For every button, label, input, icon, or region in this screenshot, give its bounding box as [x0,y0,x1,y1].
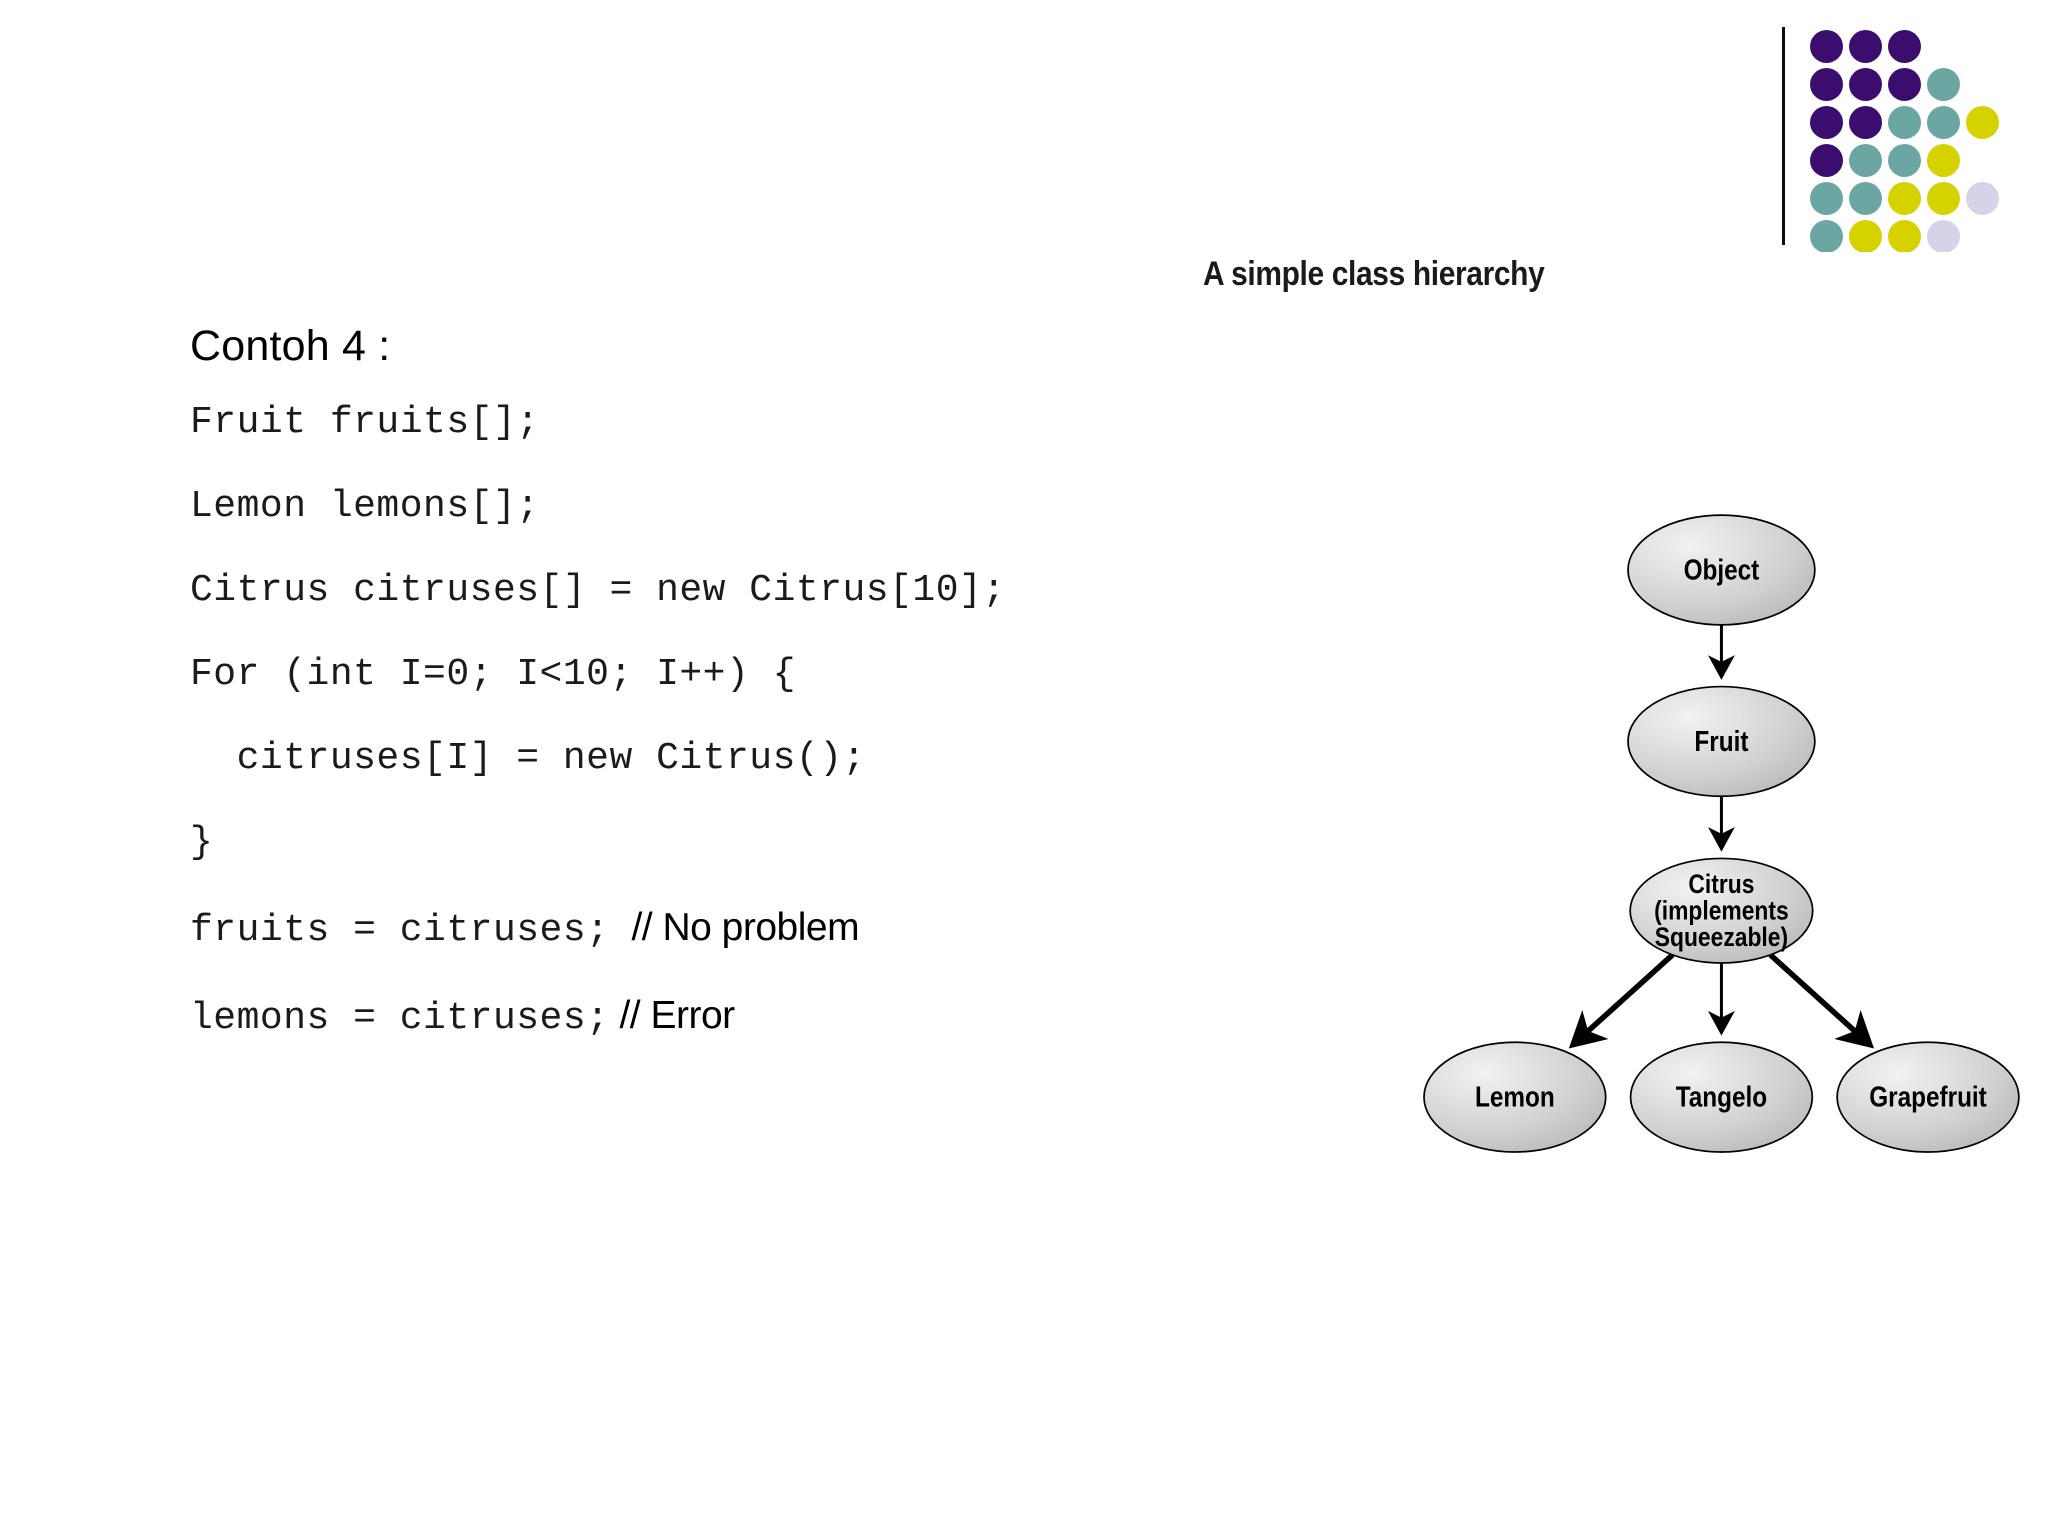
node-shape [1627,685,1816,798]
node-label: Tangelo [1676,1081,1767,1113]
code-text: Fruit fruits[]; [190,401,540,444]
logo-dot-purple [1888,30,1921,63]
code-text: Citrus citruses[] = new Citrus[10]; [190,569,1006,612]
logo-dot-yellow [1927,144,1960,177]
logo-dot-teal [1810,182,1843,215]
code-comment: // Error [619,994,735,1037]
logo-dot-purple [1810,106,1843,139]
edge-citrus-to-lemon [1568,952,1675,1049]
node-shape [1629,1041,1814,1153]
code-line: For (int I=0; I<10; I++) { [190,656,1190,694]
node-object[interactable]: Object [1627,514,1816,626]
edge-citrus-to-grapefruit [1768,952,1875,1049]
code-line: Citrus citruses[] = new Citrus[10]; [190,572,1190,610]
logo-dot-yellow [1927,182,1960,215]
code-line: Fruit fruits[]; [190,404,1190,442]
code-example-panel: Contoh 4 : Fruit fruits[]; Lemon lemons[]… [190,325,1190,1038]
node-shape [1627,514,1816,626]
logo-dot-teal [1888,106,1921,139]
logo-dot-purple [1810,144,1843,177]
logo-dot-lavender [1927,220,1960,252]
node-shape [1629,857,1814,964]
logo-dot-purple [1810,68,1843,101]
logo-dot-teal [1810,220,1843,252]
code-text: For (int I=0; I<10; I++) { [190,653,796,696]
code-block: Fruit fruits[]; Lemon lemons[]; Citrus cit… [190,404,1190,1038]
logo-dot-purple [1888,68,1921,101]
logo-dot-yellow [1888,220,1921,252]
diagram-caption: A simple class hierarchy [1203,255,1545,293]
page-title: Contoh 4 : [190,322,391,370]
code-comment: // No problem [631,906,860,949]
node-label: Grapefruit [1869,1081,1987,1113]
code-text: Lemon lemons[]; [190,485,540,528]
logo-dot-purple [1810,30,1843,63]
code-text: fruits = citruses; [190,909,610,952]
logo-dot-teal [1927,106,1960,139]
logo-dot-teal [1927,68,1960,101]
node-lemon[interactable]: Lemon [1423,1041,1607,1153]
logo-dot-purple [1849,30,1882,63]
code-text: lemons = citruses; [190,997,610,1040]
node-label: Fruit [1694,725,1748,757]
code-text: } [190,821,214,864]
logo-dot-teal [1849,144,1882,177]
node-tangelo[interactable]: Tangelo [1629,1041,1814,1153]
node-label: Lemon [1475,1081,1555,1113]
code-line: } [190,824,1190,862]
code-line: fruits = citruses; // No problem [190,908,1190,950]
logo-dot-lavender [1966,182,1999,215]
code-line: citruses[I] = new Citrus(); [190,740,1190,778]
node-shape [1423,1041,1607,1153]
code-line: Lemon lemons[]; [190,488,1190,526]
node-grapefruit[interactable]: Grapefruit [1836,1041,2020,1153]
node-shape [1836,1041,2020,1153]
logo-divider-line [1782,27,1785,245]
logo-dot-yellow [1966,106,1999,139]
code-text: citruses[I] = new Citrus(); [190,737,866,780]
logo-dot-teal [1888,144,1921,177]
logo-dot-yellow [1849,220,1882,252]
brand-logo [1770,22,2048,252]
logo-dot-matrix [1810,30,2048,252]
logo-dot-teal [1849,182,1882,215]
logo-dot-purple [1849,106,1882,139]
logo-dot-yellow [1888,182,1921,215]
diagram-edges [1568,624,1875,1049]
node-fruit[interactable]: Fruit [1627,685,1816,798]
node-label: Object [1684,554,1760,586]
logo-dot-purple [1849,68,1882,101]
code-line: lemons = citruses;// Error [190,996,1190,1038]
